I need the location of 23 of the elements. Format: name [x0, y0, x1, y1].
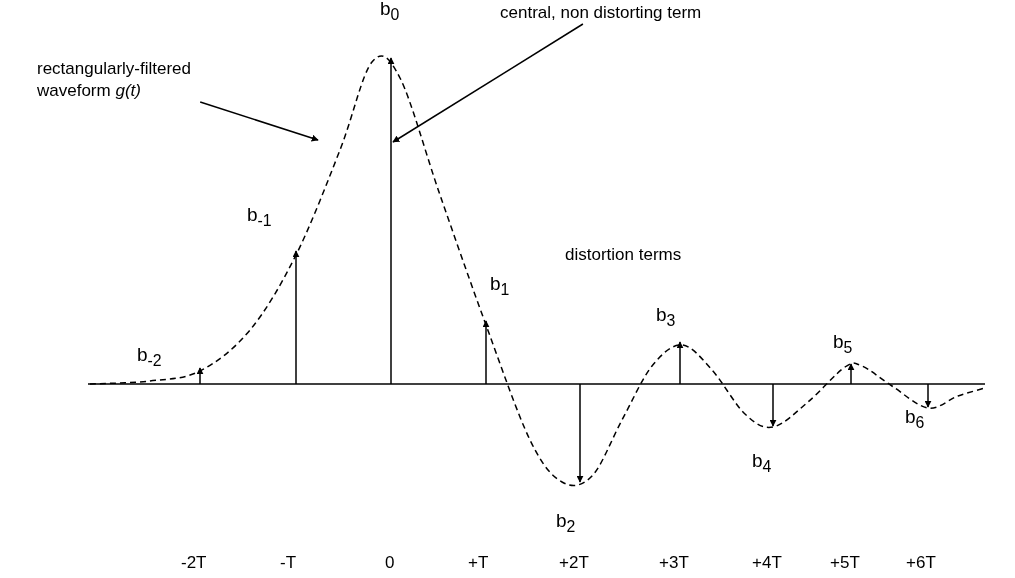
annotation-text: central, non distorting term — [500, 2, 702, 24]
tick-label: 0 — [385, 552, 395, 574]
tick-label: +6T — [906, 552, 936, 574]
coefficient-label: b$_{3}$ — [656, 304, 676, 331]
leader-line — [199, 101, 319, 142]
tick-label: +4T — [752, 552, 782, 574]
coefficient-label: b$_{-2}$ — [137, 344, 162, 371]
coefficient-label: b$_{2}$ — [556, 510, 576, 537]
tick-label: -T — [280, 552, 297, 574]
coefficient-label: b$_{6}$ — [905, 406, 925, 433]
annotation-text: distortion terms — [565, 244, 682, 266]
tick-label: +5T — [830, 552, 860, 574]
coefficient-label: b$_{4}$ — [752, 450, 772, 477]
coefficient-label: b$_{-1}$ — [247, 204, 272, 231]
coefficient-label: b$_{0}$ — [380, 0, 400, 25]
tick-label: +2T — [559, 552, 589, 574]
coefficient-label: b$_{5}$ — [833, 331, 853, 358]
annotation-text: rectangularly-filtered waveform g(t) — [37, 58, 227, 102]
leader-line — [392, 23, 584, 143]
tick-label: +T — [468, 552, 489, 574]
tick-label: +3T — [659, 552, 689, 574]
coefficient-label: b$_{1}$ — [490, 273, 510, 300]
tick-label: -2T — [181, 552, 207, 574]
